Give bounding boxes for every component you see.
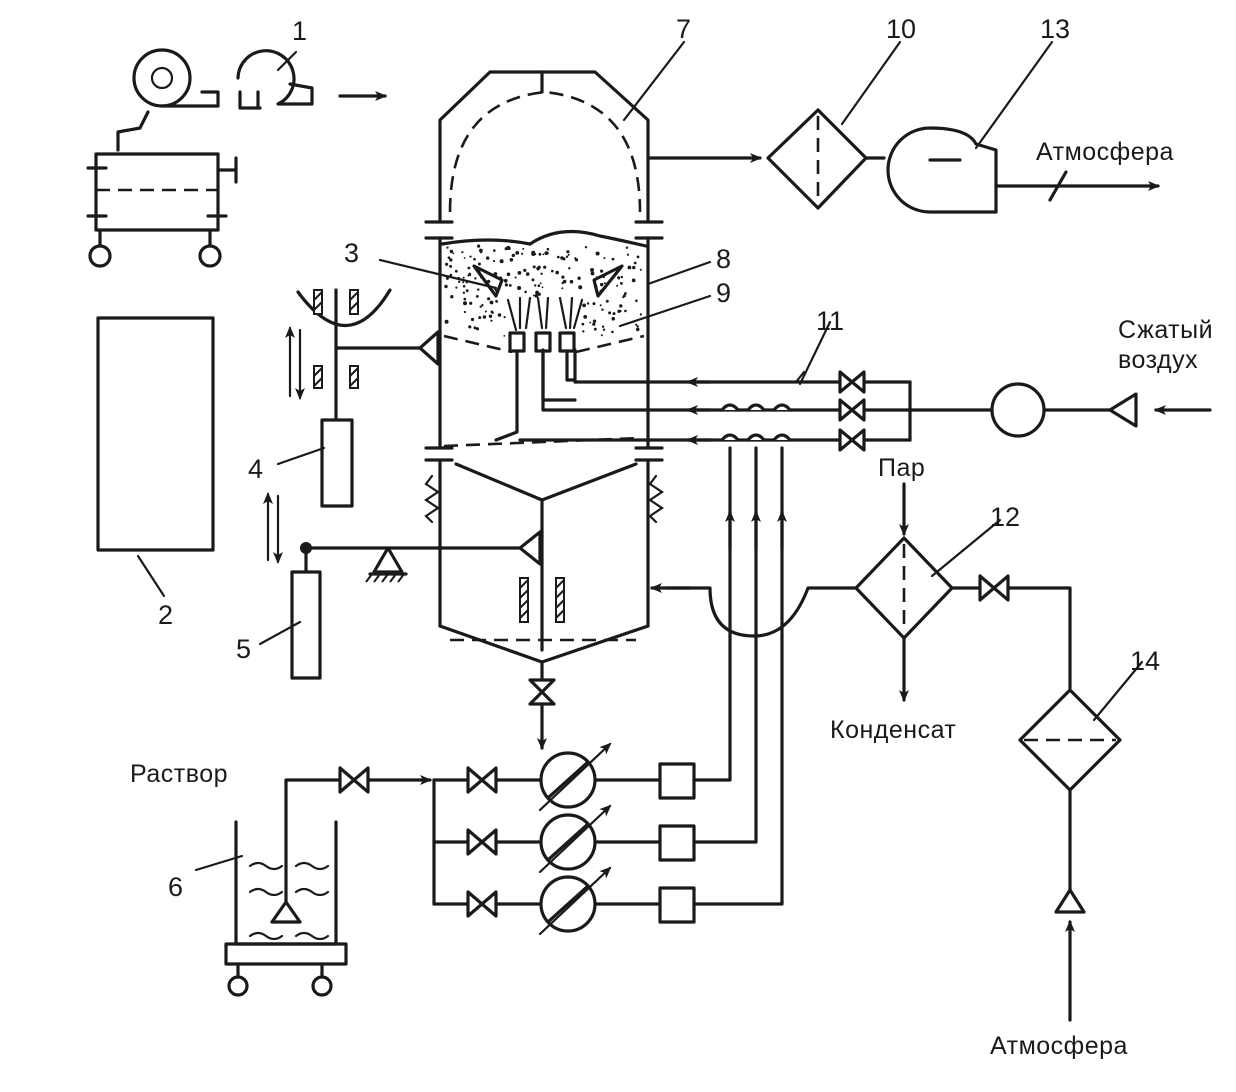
label-14: 14 (1130, 646, 1160, 676)
label-12: 12 (990, 502, 1020, 532)
heating-air-line (650, 482, 1122, 1022)
label-atmosphere-intake: Атмосфера (990, 1032, 1128, 1060)
fluid-bed-dryer-column (424, 70, 664, 750)
label-compressed-air-line1: Сжатый (1118, 316, 1213, 344)
item-2-control-cabinet (96, 316, 215, 552)
label-8: 8 (716, 244, 731, 274)
fluidized-bed-particles (444, 244, 643, 337)
label-atmosphere-exhaust: Атмосфера (1036, 138, 1174, 166)
label-2: 2 (158, 600, 173, 630)
label-6: 6 (168, 872, 183, 902)
label-9: 9 (716, 278, 731, 308)
label-11: 11 (816, 306, 844, 336)
label-5: 5 (236, 634, 251, 664)
callout-leaders (136, 40, 1144, 872)
item-4-vibrator-drive (285, 288, 440, 508)
label-1: 1 (292, 16, 307, 46)
item-5-lift-drive (263, 492, 542, 680)
label-steam: Пар (878, 454, 925, 482)
exhaust-line (646, 108, 1160, 214)
label-compressed-air-line2: воздух (1118, 346, 1198, 374)
item-11-air-manifold (518, 348, 1212, 452)
label-4: 4 (248, 454, 263, 484)
label-7: 7 (676, 14, 691, 44)
solution-pump-lines (224, 403, 792, 997)
item-10-filter (766, 108, 868, 210)
item-1-portable-blower (86, 48, 387, 268)
label-condensate: Конденсат (830, 716, 956, 744)
label-10: 10 (886, 14, 916, 44)
item-13-exhaust-fan (886, 126, 998, 214)
label-solution: Раствор (130, 760, 228, 788)
label-3: 3 (344, 238, 359, 268)
label-13: 13 (1040, 14, 1070, 44)
